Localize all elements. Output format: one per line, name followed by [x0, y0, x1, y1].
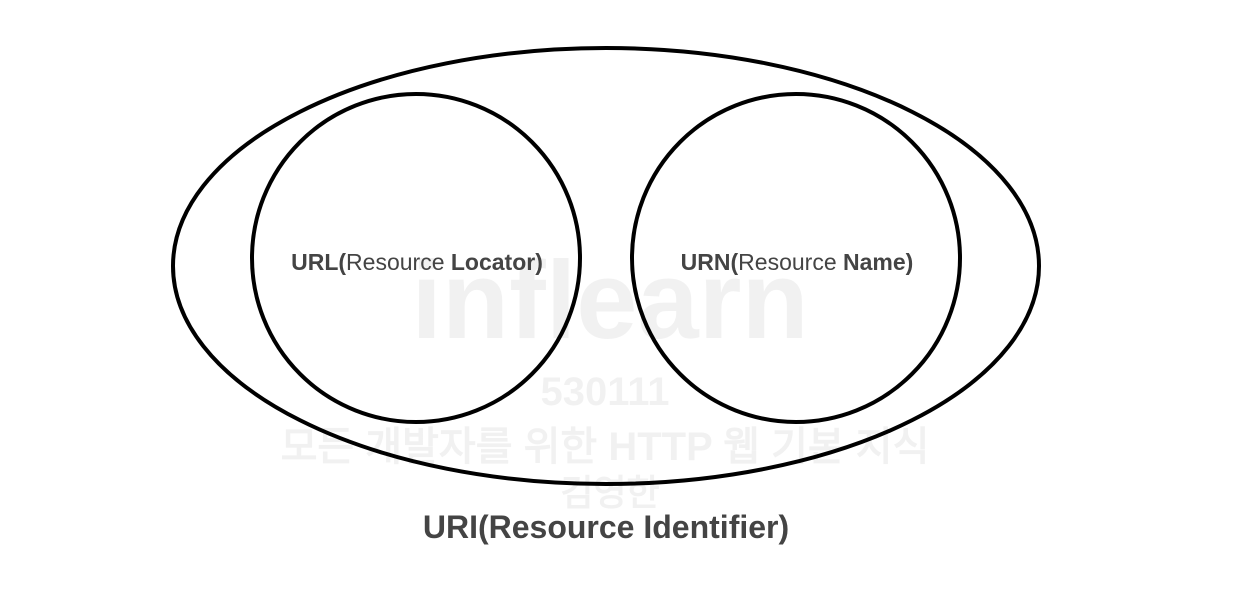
watermark-logo: inflearn [411, 239, 808, 362]
url-label-resource: Resource [346, 249, 451, 275]
urn-circle [630, 92, 962, 424]
url-circle [250, 92, 582, 424]
watermark-id: 530111 [540, 370, 669, 414]
urn-label-name: Name) [843, 249, 913, 275]
url-label-acronym: URL( [291, 249, 346, 275]
urn-label: URN(Resource Name) [681, 249, 914, 275]
url-label: URL(Resource Locator) [291, 249, 543, 275]
uri-label: URI(Resource Identifier) [423, 509, 789, 545]
watermark: inflearn 530111 모든 개발자를 위한 HTTP 웹 기본 지식 … [281, 239, 930, 513]
watermark-author: 김영한 [560, 472, 659, 513]
watermark-course: 모든 개발자를 위한 HTTP 웹 기본 지식 [281, 425, 930, 469]
uri-ellipse [171, 46, 1041, 486]
url-label-locator: Locator) [451, 249, 543, 275]
urn-label-resource: Resource [738, 249, 843, 275]
urn-label-acronym: URN( [681, 249, 739, 275]
